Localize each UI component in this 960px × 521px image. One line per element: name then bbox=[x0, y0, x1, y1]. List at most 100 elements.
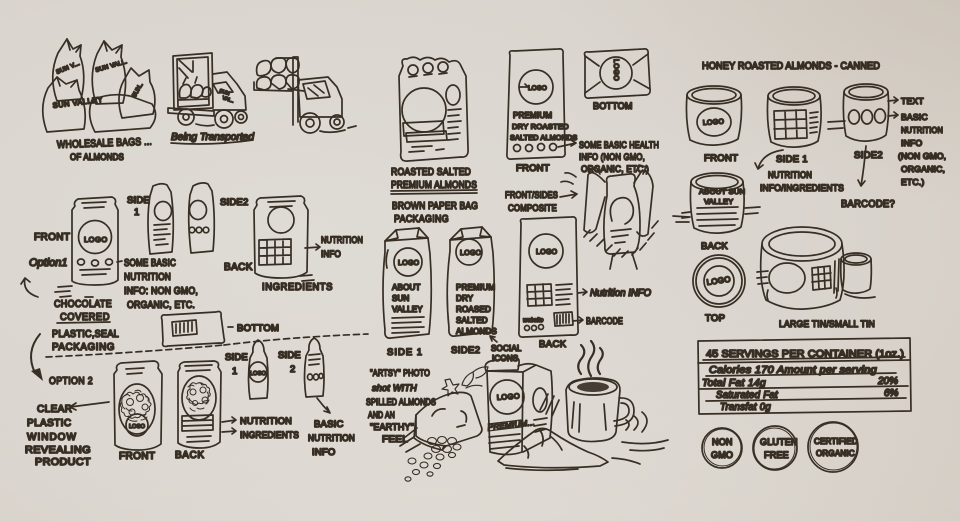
svg-text:INFO/INGREDIENTS: INFO/INGREDIENTS bbox=[760, 183, 844, 194]
svg-text:LOGO: LOGO bbox=[84, 235, 108, 244]
svg-text:SALTED ALMONDS: SALTED ALMONDS bbox=[510, 133, 577, 142]
svg-text:PREMIUM: PREMIUM bbox=[513, 111, 552, 120]
svg-text:BROWN PAPER BAG: BROWN PAPER BAG bbox=[392, 200, 478, 212]
svg-text:ORGANIC: ORGANIC bbox=[816, 449, 855, 458]
svg-text:FRONT/SIDES: FRONT/SIDES bbox=[505, 190, 558, 201]
svg-text:PREMIUM ALMONDS: PREMIUM ALMONDS bbox=[391, 179, 477, 191]
svg-text:PACKAGING: PACKAGING bbox=[52, 342, 115, 353]
svg-text:INGREDIENTS: INGREDIENTS bbox=[240, 430, 299, 441]
svg-text:2: 2 bbox=[290, 364, 295, 375]
svg-text:REVEALING: REVEALING bbox=[25, 445, 91, 456]
svg-text:SIDE: SIDE bbox=[127, 195, 150, 206]
svg-text:ETC.): ETC.) bbox=[901, 177, 924, 187]
svg-text:SOME BASIC: SOME BASIC bbox=[124, 258, 176, 269]
svg-text:Transfat 0g: Transfat 0g bbox=[720, 402, 771, 413]
svg-text:VALLEY: VALLEY bbox=[392, 305, 423, 314]
svg-text:20%: 20% bbox=[877, 376, 898, 387]
svg-text:SIDE2: SIDE2 bbox=[451, 345, 480, 356]
svg-text:ALMONDS: ALMONDS bbox=[456, 327, 497, 336]
svg-text:PLASTIC,SEAL: PLASTIC,SEAL bbox=[52, 329, 119, 340]
svg-text:SIDE2: SIDE2 bbox=[854, 150, 883, 161]
svg-text:SOME BASIC HEALTH: SOME BASIC HEALTH bbox=[579, 140, 659, 151]
svg-text:BASIC: BASIC bbox=[314, 419, 344, 430]
svg-text:LOGO: LOGO bbox=[129, 424, 146, 430]
svg-text:BACK: BACK bbox=[224, 262, 253, 273]
svg-text:SIDE: SIDE bbox=[278, 350, 301, 361]
svg-text:LOGO: LOGO bbox=[250, 371, 267, 377]
svg-text:NUTRITION: NUTRITION bbox=[321, 235, 363, 246]
svg-text:NUTRITION: NUTRITION bbox=[308, 433, 355, 444]
svg-text:CHOCOLATE: CHOCOLATE bbox=[54, 299, 112, 310]
svg-text:1: 1 bbox=[134, 207, 139, 218]
svg-text:FRONT: FRONT bbox=[516, 163, 550, 174]
svg-text:Being Transported: Being Transported bbox=[171, 131, 255, 143]
svg-text:PLASTIC: PLASTIC bbox=[27, 418, 71, 429]
svg-text:VALLEY: VALLEY bbox=[704, 197, 734, 206]
svg-text:PACKAGING: PACKAGING bbox=[394, 213, 449, 225]
svg-text:INFO: INFO bbox=[321, 249, 341, 260]
svg-text:SIDE: SIDE bbox=[225, 352, 248, 363]
svg-text:BACK: BACK bbox=[701, 241, 728, 252]
svg-text:Saturated Fat: Saturated Fat bbox=[716, 390, 779, 401]
svg-text:LOGO: LOGO bbox=[460, 250, 482, 257]
svg-text:SOCIAL: SOCIAL bbox=[491, 344, 522, 353]
svg-text:SIDE 1: SIDE 1 bbox=[776, 154, 808, 165]
svg-text:ABOUT: ABOUT bbox=[392, 283, 421, 292]
svg-text:LOGO: LOGO bbox=[528, 85, 547, 92]
svg-text:1: 1 bbox=[232, 366, 237, 377]
svg-text:NUTRITION: NUTRITION bbox=[901, 125, 943, 135]
svg-text:BARCODE?: BARCODE? bbox=[841, 199, 895, 210]
svg-text:CLEAR: CLEAR bbox=[37, 404, 72, 415]
svg-text:Option1: Option1 bbox=[29, 257, 68, 269]
svg-text:(NON GMO,: (NON GMO, bbox=[898, 151, 946, 161]
svg-text:SUN: SUN bbox=[218, 88, 230, 97]
svg-text:WINDOW: WINDOW bbox=[27, 432, 77, 443]
svg-text:LOGO: LOGO bbox=[497, 391, 521, 402]
svg-text:6%: 6% bbox=[884, 388, 899, 399]
svg-text:SUN: SUN bbox=[392, 294, 410, 303]
svg-text:VAL..: VAL.. bbox=[221, 95, 234, 104]
svg-text:INFO: INFO bbox=[312, 447, 336, 458]
svg-text:LOGO: LOGO bbox=[536, 249, 558, 256]
svg-text:"ARTSY" PHOTO: "ARTSY" PHOTO bbox=[370, 368, 430, 378]
svg-text:WHOLESALE BAGS ...: WHOLESALE BAGS ... bbox=[57, 136, 152, 151]
svg-text:BOTTOM: BOTTOM bbox=[593, 101, 633, 111]
svg-text:NUTRITION: NUTRITION bbox=[240, 416, 292, 427]
svg-text:INFO (NON GMO,: INFO (NON GMO, bbox=[579, 152, 645, 163]
svg-text:FRONT: FRONT bbox=[704, 153, 738, 164]
svg-text:shot WITH: shot WITH bbox=[372, 383, 417, 393]
svg-text:INFO: NON GMO,: INFO: NON GMO, bbox=[124, 286, 198, 297]
svg-text:LOGO: LOGO bbox=[398, 260, 420, 267]
svg-text:BACK: BACK bbox=[175, 450, 205, 461]
svg-text:PREMIUM: PREMIUM bbox=[456, 283, 495, 292]
svg-text:LOGO: LOGO bbox=[706, 275, 731, 287]
svg-text:SIDE2: SIDE2 bbox=[220, 197, 248, 208]
svg-text:LARGE TIN/SMALL TIN: LARGE TIN/SMALL TIN bbox=[779, 319, 875, 330]
svg-text:SPILLED ALMONDS: SPILLED ALMONDS bbox=[366, 397, 436, 407]
svg-text:ABOUT SUN: ABOUT SUN bbox=[699, 187, 745, 196]
svg-text:SALTED: SALTED bbox=[456, 316, 488, 325]
svg-text:LOGO: LOGO bbox=[612, 59, 619, 81]
svg-text:FRONT: FRONT bbox=[119, 451, 155, 462]
svg-text:FREE: FREE bbox=[764, 450, 789, 460]
svg-text:website: website bbox=[523, 318, 544, 324]
svg-text:GLUTEN: GLUTEN bbox=[760, 437, 798, 447]
svg-text:INFO: INFO bbox=[901, 138, 922, 148]
svg-text:BASIC: BASIC bbox=[901, 112, 928, 122]
svg-text:FEEL: FEEL bbox=[382, 434, 408, 444]
svg-text:FRONT: FRONT bbox=[34, 232, 70, 243]
svg-text:AND AN: AND AN bbox=[368, 410, 395, 420]
svg-text:COVERED: COVERED bbox=[60, 312, 110, 323]
svg-text:DRY ROASTED: DRY ROASTED bbox=[512, 122, 569, 131]
svg-text:ROASTED SALTED: ROASTED SALTED bbox=[391, 166, 471, 178]
svg-text:ROASED: ROASED bbox=[456, 305, 491, 314]
svg-text:OF ALMONDS: OF ALMONDS bbox=[70, 152, 124, 163]
svg-text:ORGANIC, ETC.): ORGANIC, ETC.) bbox=[581, 164, 649, 175]
svg-text:DRY: DRY bbox=[456, 294, 474, 303]
svg-text:NON: NON bbox=[712, 437, 733, 447]
svg-text:LOGO: LOGO bbox=[703, 118, 725, 126]
svg-text:Nutrition INFO: Nutrition INFO bbox=[590, 288, 651, 299]
svg-text:NUTRITION: NUTRITION bbox=[124, 272, 171, 283]
svg-text:BARCODE: BARCODE bbox=[586, 316, 623, 327]
svg-text:TEXT: TEXT bbox=[901, 96, 924, 106]
